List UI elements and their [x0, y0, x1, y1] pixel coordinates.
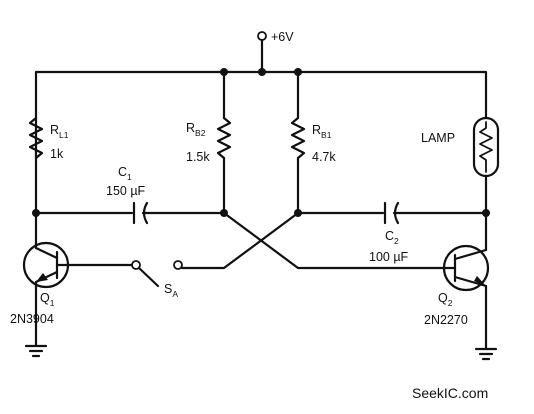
top-rail [34, 70, 488, 212]
ground-symbol-q2 [474, 347, 498, 361]
lamp: LAMP [421, 116, 500, 215]
junction-dots [32, 68, 490, 217]
q1-label: Q1 [40, 291, 55, 308]
ground-symbol-q1 [24, 344, 48, 358]
cross-wire-rb2-to-q2 [222, 211, 445, 270]
rb2-label: RB2 [186, 121, 206, 138]
c1-label: C1 [118, 165, 132, 182]
supply-terminal: +6V [257, 30, 294, 74]
c2-label: C2 [385, 229, 399, 246]
lamp-label: LAMP [421, 131, 455, 145]
c1-value: 150 µF [106, 184, 146, 198]
supply-label: +6V [271, 30, 294, 44]
q2-part: 2N2270 [424, 313, 468, 327]
switch-label: SA [164, 282, 178, 299]
q2-label: Q2 [438, 291, 453, 308]
transistor-q2: Q2 2N2270 [424, 211, 490, 350]
rb1-value: 4.7k [312, 150, 336, 164]
rb1-label: RB1 [312, 123, 332, 140]
rl1-value: 1k [50, 147, 64, 161]
watermark: SeekIC.com [412, 385, 488, 401]
q1-part: 2N3904 [10, 312, 54, 326]
resistor-rb2: RB2 1.5k [186, 70, 232, 215]
rl1-label: RL1 [50, 123, 69, 140]
transistor-q1: Q1 2N3904 [10, 211, 134, 347]
c2-value: 100 µF [369, 250, 409, 264]
cross-wire-rb1-to-switch [180, 211, 300, 270]
rb2-value: 1.5k [186, 150, 210, 164]
capacitor-c2: C2 100 µF [296, 201, 488, 264]
switch-sa: SA [131, 260, 183, 299]
resistor-rb1: RB1 4.7k [290, 70, 336, 215]
capacitor-c1: C1 150 µF [34, 165, 226, 225]
resistor-rl1: RL1 1k [28, 116, 69, 161]
